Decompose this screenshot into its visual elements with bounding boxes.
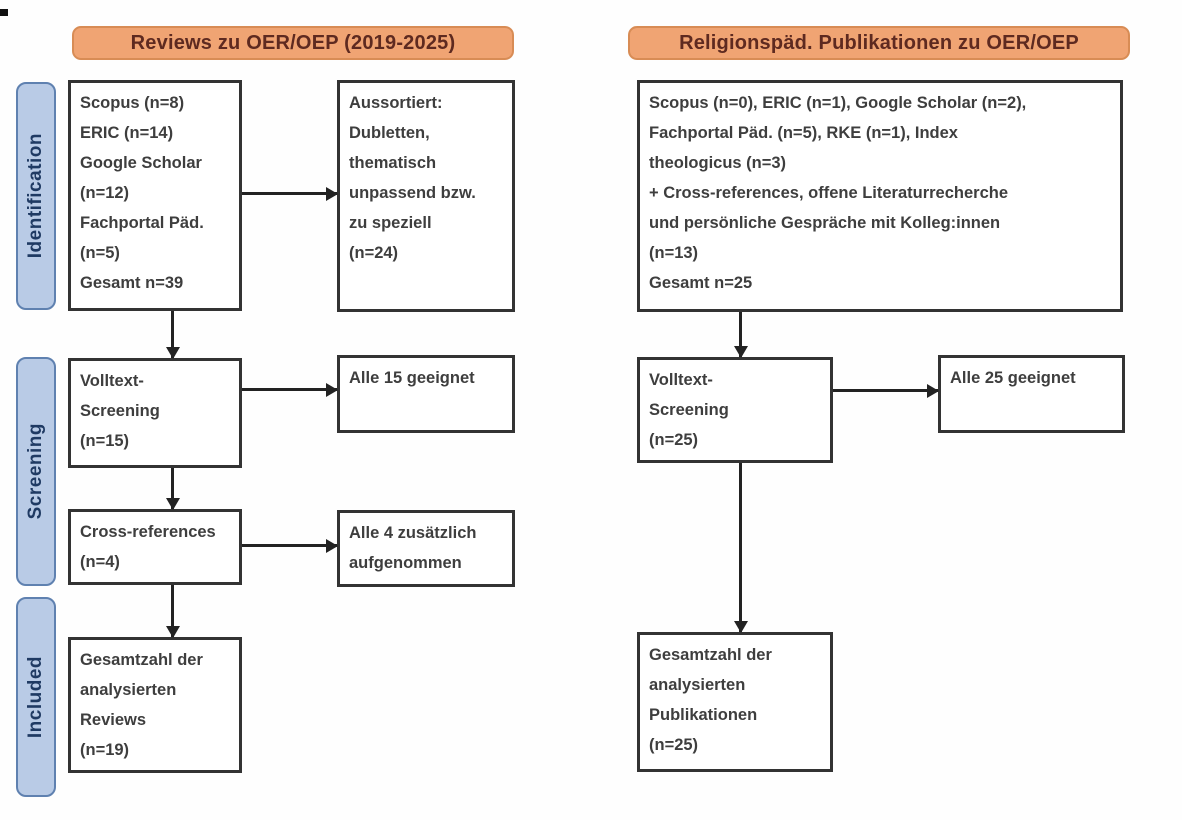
arrow-sources-to-fulltext-right (739, 312, 742, 357)
box-sources-publications: Scopus (n=0), ERIC (n=1), Google Scholar… (637, 80, 1123, 312)
stage-label-identification: Identification (16, 82, 56, 310)
box-fulltext-result-reviews: Alle 15 geeignet (337, 355, 515, 433)
box-included-publications: Gesamtzahl der analysierten Publikatione… (637, 632, 833, 772)
arrow-crossref-to-result (242, 544, 337, 547)
scan-artifact (0, 9, 8, 16)
box-included-reviews: Gesamtzahl der analysierten Reviews (n=1… (68, 637, 242, 773)
box-fulltext-screening-publications: Volltext- Screening (n=25) (637, 357, 833, 463)
arrow-fulltext-to-result-right (833, 389, 938, 392)
column-header-reviews: Reviews zu OER/OEP (2019-2025) (72, 26, 514, 60)
box-excluded-reviews: Aussortiert: Dubletten, thematisch unpas… (337, 80, 515, 312)
arrow-sources-to-fulltext-left (171, 311, 174, 358)
box-fulltext-screening-reviews: Volltext- Screening (n=15) (68, 358, 242, 468)
stage-label-identification-text: Identification (25, 133, 46, 259)
box-cross-references: Cross-references (n=4) (68, 509, 242, 585)
arrow-fulltext-to-included-right (739, 463, 742, 632)
arrow-sources-to-excluded (242, 192, 337, 195)
stage-label-included-text: Included (25, 655, 46, 739)
box-cross-references-result: Alle 4 zusätzlich aufgenommen (337, 510, 515, 587)
box-sources-reviews: Scopus (n=8) ERIC (n=14) Google Scholar … (68, 80, 242, 311)
arrow-crossref-to-included (171, 585, 174, 637)
column-header-publications: Religionspäd. Publikationen zu OER/OEP (628, 26, 1130, 60)
arrow-fulltext-to-result-left (242, 388, 337, 391)
box-fulltext-result-publications: Alle 25 geeignet (938, 355, 1125, 433)
arrow-fulltext-to-crossref (171, 468, 174, 509)
stage-label-screening-text: Screening (25, 423, 46, 520)
stage-label-screening: Screening (16, 357, 56, 586)
stage-label-included: Included (16, 597, 56, 797)
